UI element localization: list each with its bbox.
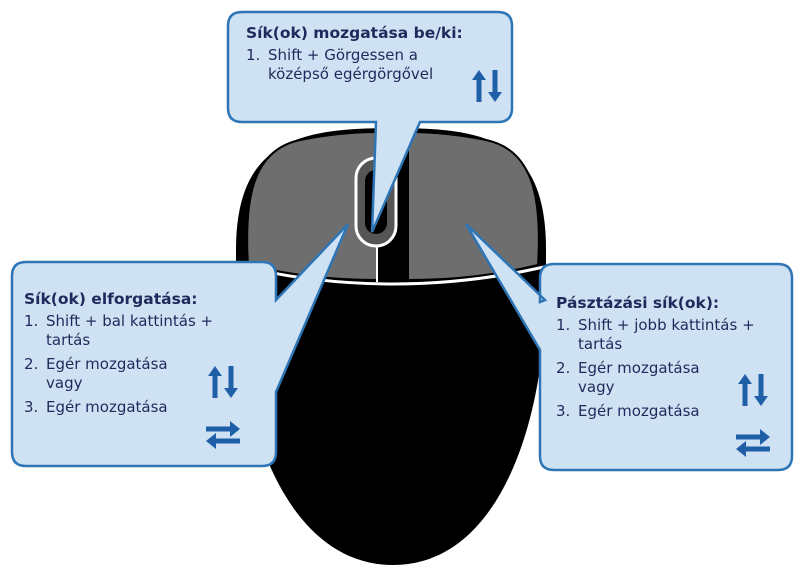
left-callout-step-2: 2. Egér mozgatása vagy: [24, 355, 264, 393]
step-number: 1.: [24, 312, 38, 331]
right-callout-step-1: 1. Shift + jobb kattintás + tartás: [556, 316, 786, 354]
top-callout-title: Sík(ok) mozgatása be/ki:: [246, 24, 476, 43]
step-number: 1.: [246, 46, 260, 65]
step-number: 3.: [556, 402, 570, 421]
step-line: középső egérgörgővel: [268, 65, 476, 84]
right-callout-step-3: 3. Egér mozgatása: [556, 402, 786, 421]
step-line: Egér mozgatása: [578, 359, 786, 378]
step-line: Shift + jobb kattintás +: [578, 316, 786, 335]
top-callout: Sík(ok) mozgatása be/ki: 1. Shift + Görg…: [246, 24, 476, 84]
right-callout-title: Pásztázási sík(ok):: [556, 294, 786, 313]
left-callout-step-3: 3. Egér mozgatása: [24, 398, 264, 417]
step-line: Shift + Görgessen a: [268, 46, 476, 65]
left-callout-step-1: 1. Shift + bal kattintás + tartás: [24, 312, 264, 350]
left-callout: Sík(ok) elforgatása: 1. Shift + bal katt…: [24, 290, 264, 417]
mouse-right-button: [408, 132, 539, 280]
step-number: 3.: [24, 398, 38, 417]
right-callout-step-2: 2. Egér mozgatása vagy: [556, 359, 786, 397]
step-number: 1.: [556, 316, 570, 335]
step-number: 2.: [556, 359, 570, 378]
step-line: Egér mozgatása: [46, 355, 264, 374]
step-line: Egér mozgatása: [578, 402, 786, 421]
step-line: Shift + bal kattintás +: [46, 312, 264, 331]
left-callout-title: Sík(ok) elforgatása:: [24, 290, 264, 309]
step-line: Egér mozgatása: [46, 398, 264, 417]
step-line: vagy: [46, 374, 264, 393]
step-line: tartás: [578, 335, 786, 354]
step-line: tartás: [46, 331, 264, 350]
step-number: 2.: [24, 355, 38, 374]
top-callout-step-1: 1. Shift + Görgessen a középső egérgörgő…: [246, 46, 476, 84]
step-line: vagy: [578, 378, 786, 397]
right-callout: Pásztázási sík(ok): 1. Shift + jobb katt…: [556, 294, 786, 421]
